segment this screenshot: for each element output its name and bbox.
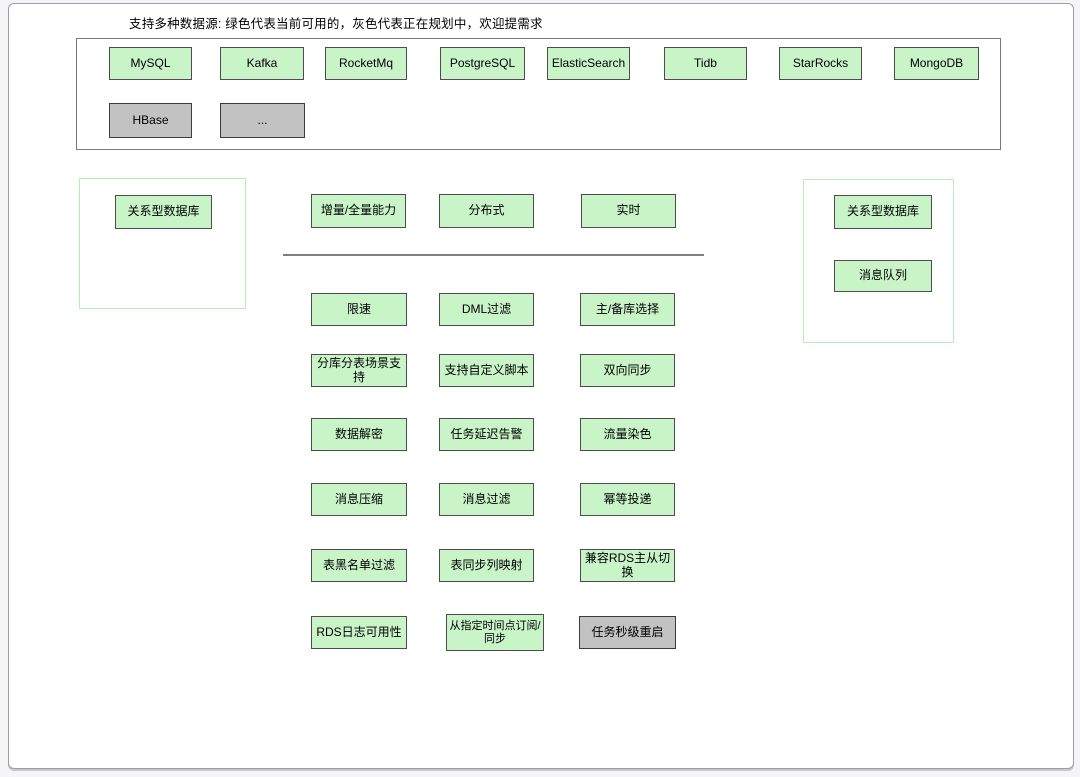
datasource-hbase: HBase [109, 103, 192, 138]
datasource-elasticsearch: ElasticSearch [547, 47, 630, 80]
header-divider-line [283, 254, 704, 256]
feature-traffic-coloring: 流量染色 [580, 418, 675, 451]
feature-rds-log-availability: RDS日志可用性 [311, 616, 407, 649]
datasource-mysql: MySQL [109, 47, 192, 80]
feature-idempotent-delivery: 幂等投递 [580, 483, 675, 516]
right-panel-relational-db: 关系型数据库 [834, 195, 932, 229]
right-target-type-panel: 关系型数据库 消息队列 [803, 179, 954, 343]
feature-rate-limit: 限速 [311, 293, 407, 326]
feature-sharding-support: 分库分表场景支持 [311, 354, 407, 387]
page-title: 支持多种数据源: 绿色代表当前可用的，灰色代表正在规划中，欢迎提需求 [129, 17, 543, 31]
feature-data-decryption: 数据解密 [311, 418, 407, 451]
feature-table-blacklist-filter: 表黑名单过滤 [311, 549, 407, 582]
capability-realtime: 实时 [581, 194, 676, 228]
capability-incremental-full: 增量/全量能力 [311, 194, 406, 228]
datasource-starrocks: StarRocks [779, 47, 862, 80]
diagram-page: 支持多种数据源: 绿色代表当前可用的，灰色代表正在规划中，欢迎提需求 MySQL… [8, 3, 1074, 769]
datasources-container: MySQL Kafka RocketMq PostgreSQL ElasticS… [76, 38, 1001, 150]
feature-primary-standby-selection: 主/备库选择 [580, 293, 675, 326]
datasource-mongodb: MongoDB [894, 47, 979, 80]
feature-dml-filter: DML过滤 [439, 293, 534, 326]
feature-custom-script: 支持自定义脚本 [439, 354, 534, 387]
feature-message-compression: 消息压缩 [311, 483, 407, 516]
datasource-tidb: Tidb [664, 47, 747, 80]
capability-distributed: 分布式 [439, 194, 534, 228]
feature-rds-failover-compat: 兼容RDS主从切换 [580, 549, 675, 582]
datasource-rocketmq: RocketMq [325, 47, 407, 80]
feature-table-column-mapping: 表同步列映射 [439, 549, 534, 582]
right-panel-message-queue: 消息队列 [834, 260, 932, 292]
left-source-type-panel: 关系型数据库 [79, 178, 246, 309]
feature-subscribe-from-timestamp: 从指定时间点订阅/同步 [446, 614, 544, 651]
feature-bidirectional-sync: 双向同步 [580, 354, 675, 387]
feature-task-restart-seconds: 任务秒级重启 [579, 616, 676, 649]
feature-task-delay-alert: 任务延迟告警 [439, 418, 534, 451]
feature-message-filter: 消息过滤 [439, 483, 534, 516]
datasource-postgresql: PostgreSQL [440, 47, 525, 80]
datasource-kafka: Kafka [220, 47, 304, 80]
datasource-more: ... [220, 103, 305, 138]
left-panel-relational-db: 关系型数据库 [115, 195, 212, 229]
